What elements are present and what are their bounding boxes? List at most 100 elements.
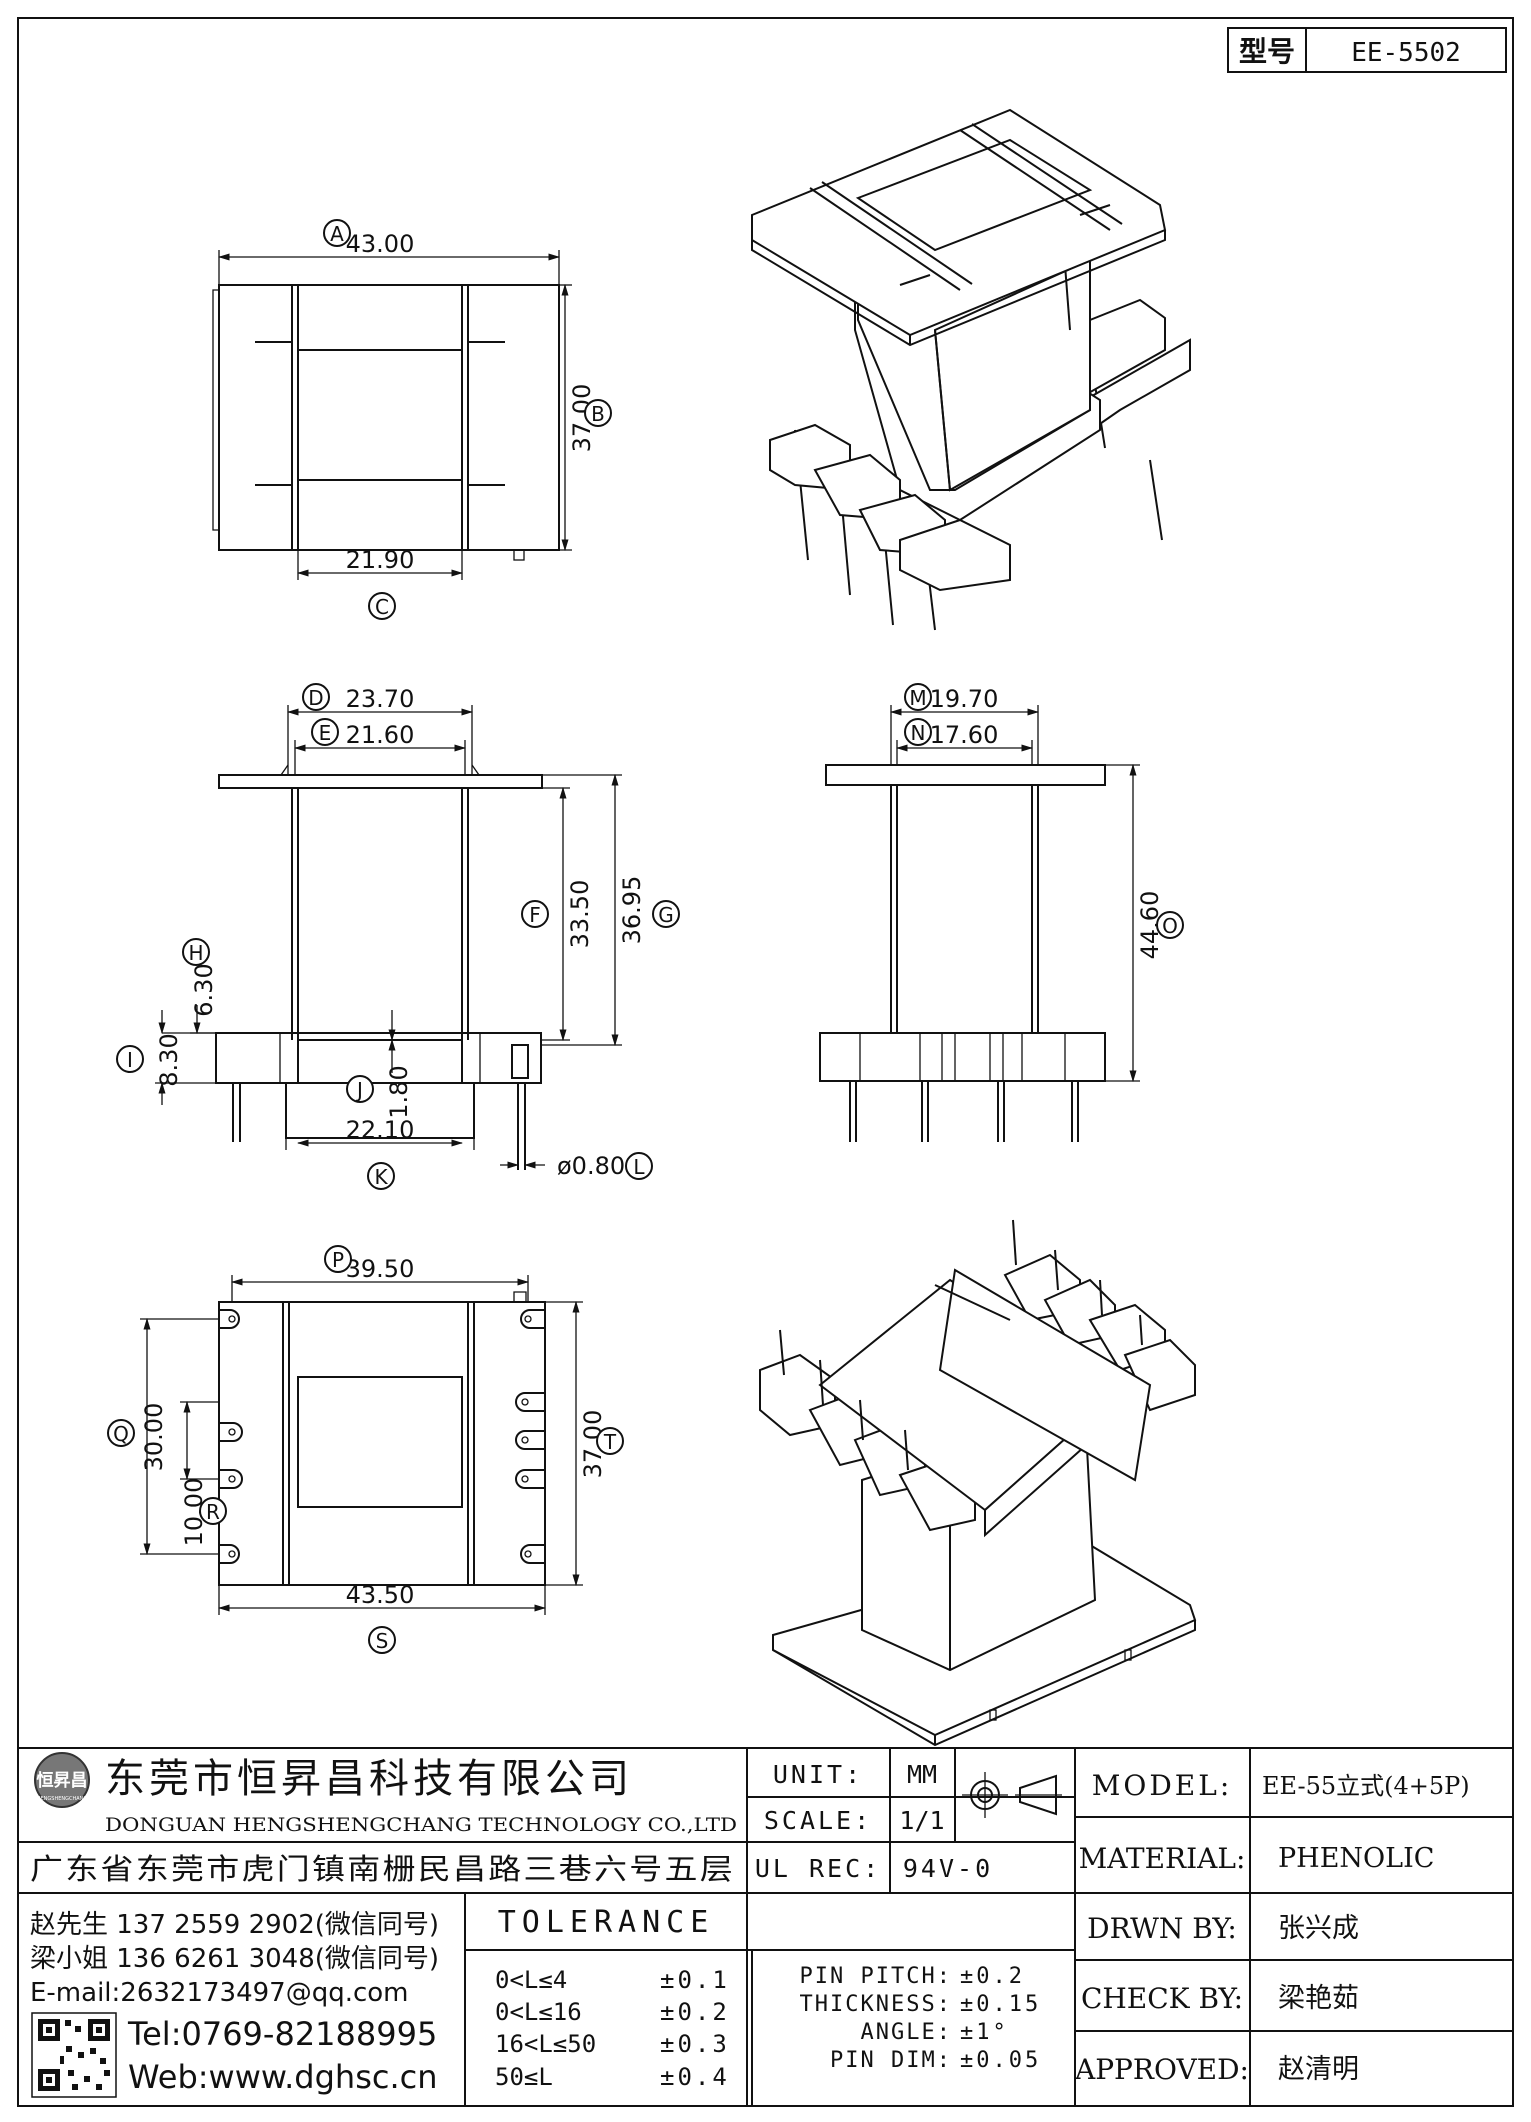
material-label: MATERIAL: [1079,1842,1246,1875]
company-email: E-mail:2632173497@qq.com [30,1978,409,2008]
tol-item-2-value: ±0.15 [960,1992,1041,2017]
tol-item-1-label: PIN PITCH: [800,1964,952,1989]
dim-J-value: 1.80 [385,1065,413,1118]
ulrec-label: UL REC: [755,1854,881,1883]
company-logo: 恒昇昌 HENGSHENGCHANG [34,1752,90,1808]
svg-text:O: O [1162,914,1178,938]
dim-N-label: N [904,718,932,746]
dim-S-label: S [368,1626,396,1654]
company-address: 广东省东莞市虎门镇南栅民昌路三巷六号五层 [30,1852,735,1886]
dim-A-label: A [323,219,351,247]
bottom-view: 39.50 30.00 10.00 43.50 37.00 [140,1255,607,1615]
tol-item-2-label: THICKNESS: [800,1992,952,2017]
dim-G-label: G [652,900,680,928]
svg-text:A: A [330,222,344,246]
dim-N-value: 17.60 [930,721,999,749]
material-value: PHENOLIC [1278,1843,1434,1874]
pin-slots-right [515,1309,545,1564]
ulrec-value: 94V-0 [903,1854,993,1883]
dim-P-label: P [324,1245,352,1273]
dim-H-value: 6.30 [190,963,218,1016]
model-tag-label: 型号 [1239,35,1295,68]
title-block: 恒昇昌 HENGSHENGCHANG 东莞市恒昇昌科技有限公司 DONGUAN … [18,1747,1513,2106]
dim-R-label: R [199,1497,227,1525]
isometric-view-top [751,108,1191,631]
dim-L-label: L [625,1152,653,1180]
dim-J-label: J [346,1075,374,1103]
pin-slots-left [219,1309,243,1564]
tol-value-3: ±0.3 [660,2030,730,2058]
tol-item-3-label: ANGLE: [861,2020,952,2045]
tol-item-4-label: PIN DIM: [830,2048,952,2073]
tol-item-1-value: ±0.2 [960,1964,1025,1989]
svg-text:L: L [633,1155,645,1179]
svg-text:P: P [332,1248,344,1272]
drawn-label: DRWN BY: [1087,1912,1237,1945]
tol-range-2: 0<L≤16 [495,1998,582,2026]
tolerance-title: TOLERANCE [498,1905,715,1940]
contact-1: 赵先生 137 2559 2902(微信同号) [30,1910,439,1940]
dim-T-label: T [596,1427,624,1455]
svg-text:E: E [319,721,332,745]
side-view: 19.70 17.60 44.60 [819,685,1164,1142]
dim-H-label: H [182,938,210,966]
svg-text:M: M [909,686,926,710]
tol-value-1: ±0.1 [660,1966,730,1994]
drawn-value: 张兴成 [1278,1913,1359,1944]
approved-value: 赵清明 [1278,2054,1359,2085]
svg-text:N: N [911,721,926,745]
svg-text:F: F [529,903,541,927]
qr-code [31,2012,117,2098]
model-tag-value: EE-5502 [1351,38,1461,68]
front-view: 23.70 21.60 33.50 36.95 6.30 8.30 1.80 [155,685,646,1180]
model-tag: 型号 EE-5502 [1227,27,1507,73]
dim-C-label: C [368,592,396,620]
dim-Q-label: Q [107,1419,135,1447]
tol-range-4: 50≤L [495,2063,553,2091]
svg-text:C: C [375,595,389,619]
dim-A-value: 43.00 [346,230,415,258]
svg-text:T: T [603,1430,617,1454]
company-name-en: DONGUAN HENGSHENGCHANG TECHNOLOGY CO.,LT… [105,1814,737,1836]
dim-E-value: 21.60 [346,721,415,749]
unit-label: UNIT: [773,1760,863,1789]
isometric-view-bottom [759,1219,1197,1747]
svg-text:G: G [658,903,674,927]
tol-range-3: 16<L≤50 [495,2030,596,2058]
dim-M-value: 19.70 [930,685,999,713]
dim-S-value: 43.50 [346,1581,415,1609]
svg-text:I: I [127,1048,133,1072]
tol-value-4: ±0.4 [660,2063,730,2091]
dim-D-value: 23.70 [346,685,415,713]
dim-K-value: 22.10 [346,1116,415,1144]
model-label: MODEL: [1092,1769,1233,1802]
dim-P-value: 39.50 [346,1255,415,1283]
svg-text:Q: Q [113,1422,129,1446]
dim-F-value: 33.50 [566,880,594,949]
svg-text:J: J [355,1078,363,1102]
svg-text:H: H [188,941,203,965]
dim-M-label: M [904,683,932,711]
unit-value: MM [907,1760,937,1789]
company-tel: Tel:0769-82188995 [127,2015,437,2053]
tol-range-1: 0<L≤4 [495,1966,567,1994]
tol-item-4-value: ±0.05 [960,2048,1041,2073]
dim-C-value: 21.90 [346,546,415,574]
dim-D-label: D [302,683,330,711]
dim-O-label: O [1156,911,1184,939]
logo-text: 恒昇昌 [37,1770,88,1791]
dim-L-value: ø0.80 [557,1152,625,1180]
svg-text:S: S [376,1629,389,1653]
dim-K-label: K [367,1162,395,1190]
sheet-border [17,17,1514,2107]
scale-value: 1/1 [899,1806,944,1835]
tol-item-3-value: ±1° [960,2020,1009,2045]
dim-I-label: I [116,1045,144,1073]
company-web: Web:www.dghsc.cn [128,2058,438,2096]
check-value: 梁艳茹 [1278,1983,1359,2014]
logo-subtext: HENGSHENGCHANG [37,1796,88,1802]
company-name-cn: 东莞市恒昇昌科技有限公司 [105,1756,633,1802]
dim-I-value: 8.30 [155,1033,183,1086]
dimension-labels: A B C D E F G H I J K L M N O P Q R S T [107,219,1184,1654]
